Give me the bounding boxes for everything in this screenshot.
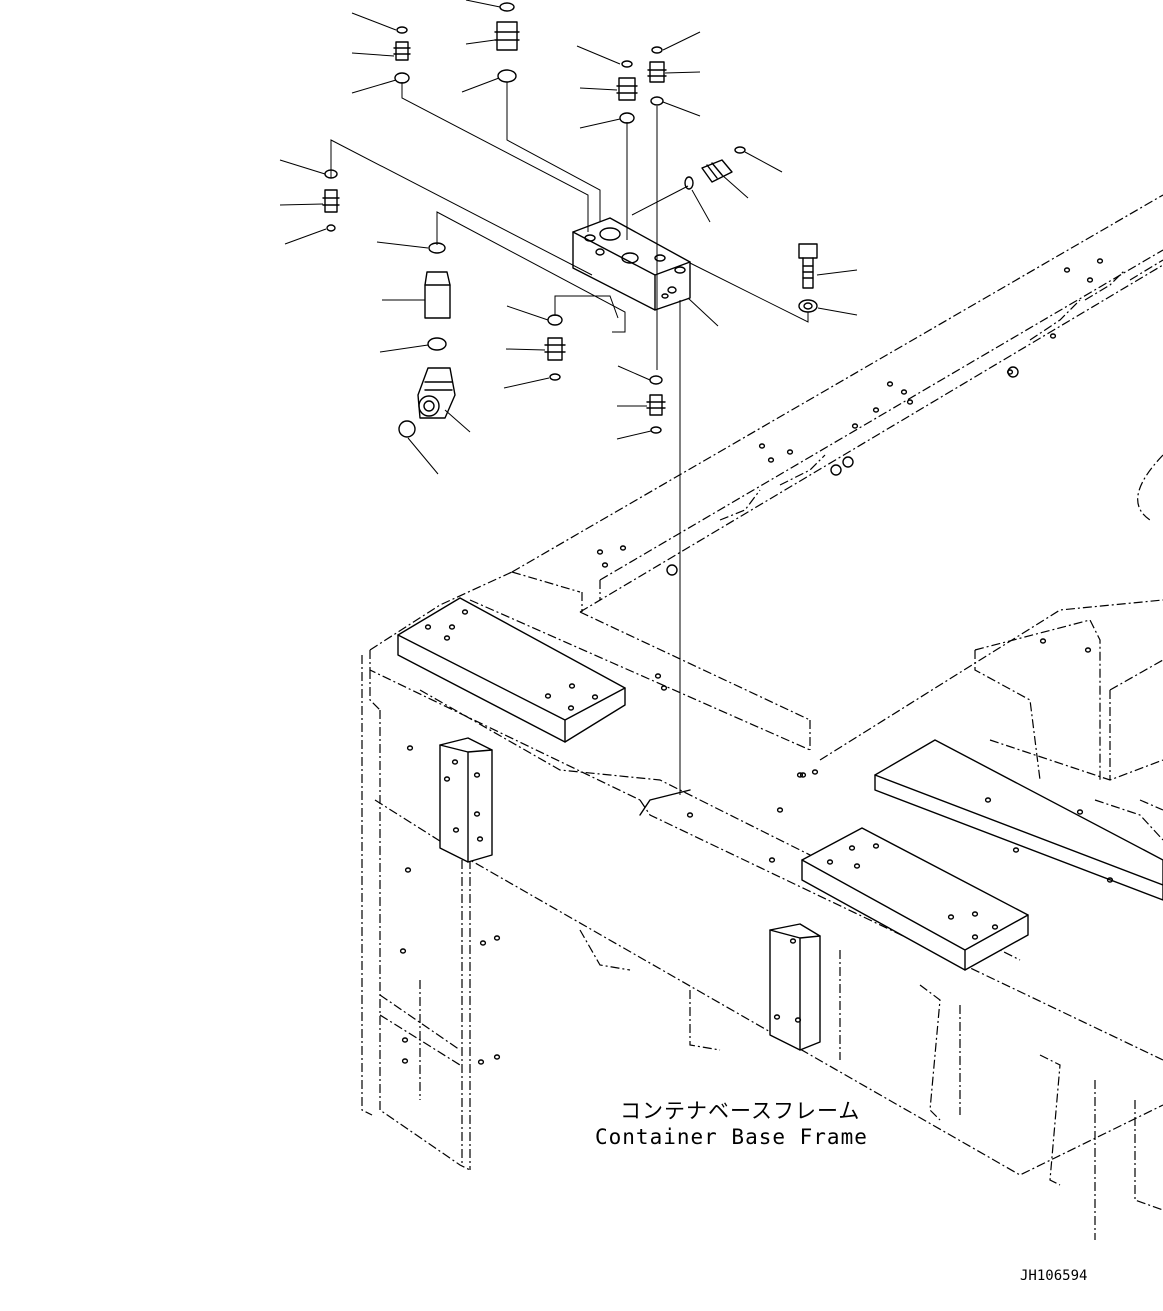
frame-hole	[799, 772, 807, 778]
frame-hole	[1012, 847, 1020, 853]
mounting-pad-right	[874, 739, 1163, 901]
frame-hole	[1086, 277, 1094, 283]
frame-hole	[796, 772, 804, 778]
frame-hole	[853, 863, 861, 869]
mounting-pad-center	[801, 827, 1029, 971]
frame-hole	[1084, 647, 1092, 653]
frame-hole	[404, 867, 412, 873]
frame-hole	[448, 624, 456, 630]
frame-hole	[848, 845, 856, 851]
frame-hole	[1076, 809, 1084, 815]
frame-hole	[591, 694, 599, 700]
frame-hole	[906, 399, 914, 405]
mounting-pads	[397, 597, 1163, 1051]
frame-hole	[567, 705, 575, 711]
frame-hole	[1096, 258, 1104, 264]
frame-hole	[768, 857, 776, 863]
frame-nut	[1007, 366, 1019, 378]
frame-hole	[401, 1058, 409, 1064]
frame-hole	[789, 938, 797, 944]
frame-hole	[1063, 267, 1071, 273]
frame-nut	[666, 564, 678, 576]
frame-hole	[872, 407, 880, 413]
fittings	[322, 2, 818, 438]
container-base-frame	[361, 194, 1163, 1240]
frame-hole	[971, 934, 979, 940]
frame-hole	[399, 948, 407, 954]
leader-lines	[279, 0, 858, 475]
frame-hole	[596, 549, 604, 555]
frame-hole	[568, 683, 576, 689]
vertical-block-left	[439, 737, 493, 863]
frame-hole	[758, 443, 766, 449]
frame-hole	[660, 685, 668, 691]
frame-hole	[424, 624, 432, 630]
drawing-number: JH106594	[1020, 1268, 1087, 1284]
frame-hole	[544, 693, 552, 699]
frame-hole	[767, 457, 775, 463]
frame-hole	[477, 1059, 485, 1065]
frame-hole	[1106, 877, 1114, 883]
frame-hole	[686, 812, 694, 818]
frame-hole	[654, 673, 662, 679]
frame-hole	[991, 924, 999, 930]
frame-hole	[971, 911, 979, 917]
frame-hole	[452, 827, 460, 833]
frame-hole	[872, 843, 880, 849]
frame-nut	[830, 464, 842, 476]
frame-hole	[443, 776, 451, 782]
frame-hole	[826, 859, 834, 865]
frame-hole	[773, 1014, 781, 1020]
frame-hole	[786, 449, 794, 455]
frame-hole	[776, 807, 784, 813]
frame-hole	[473, 811, 481, 817]
frame-hole	[493, 935, 501, 941]
frame-hole	[794, 1017, 802, 1023]
frame-hole	[619, 545, 627, 551]
manifold-block	[572, 217, 691, 311]
frame-hole	[406, 745, 414, 751]
frame-hole	[984, 797, 992, 803]
frame-hole	[443, 635, 451, 641]
frame-hole	[1039, 638, 1047, 644]
mounting-pad-left	[397, 597, 626, 743]
frame-hole	[476, 836, 484, 842]
frame-hole	[493, 1054, 501, 1060]
frame-hole	[479, 940, 487, 946]
caption-japanese: コンテナベースフレーム	[620, 1099, 860, 1123]
frame-hole	[1049, 333, 1057, 339]
frame-hole	[947, 914, 955, 920]
caption-english: Container Base Frame	[595, 1125, 868, 1149]
frame-hole	[851, 423, 859, 429]
frame-hole	[886, 381, 894, 387]
frame-hole	[811, 769, 819, 775]
frame-holes	[399, 258, 1114, 1065]
frame-hole	[461, 609, 469, 615]
frame-hole	[900, 389, 908, 395]
vertical-block-center	[769, 923, 821, 1051]
frame-hole	[451, 759, 459, 765]
assembly-lines	[330, 82, 809, 795]
frame-hole	[401, 1037, 409, 1043]
frame-hole	[473, 772, 481, 778]
frame-hole	[601, 562, 609, 568]
frame-nut	[842, 456, 854, 468]
